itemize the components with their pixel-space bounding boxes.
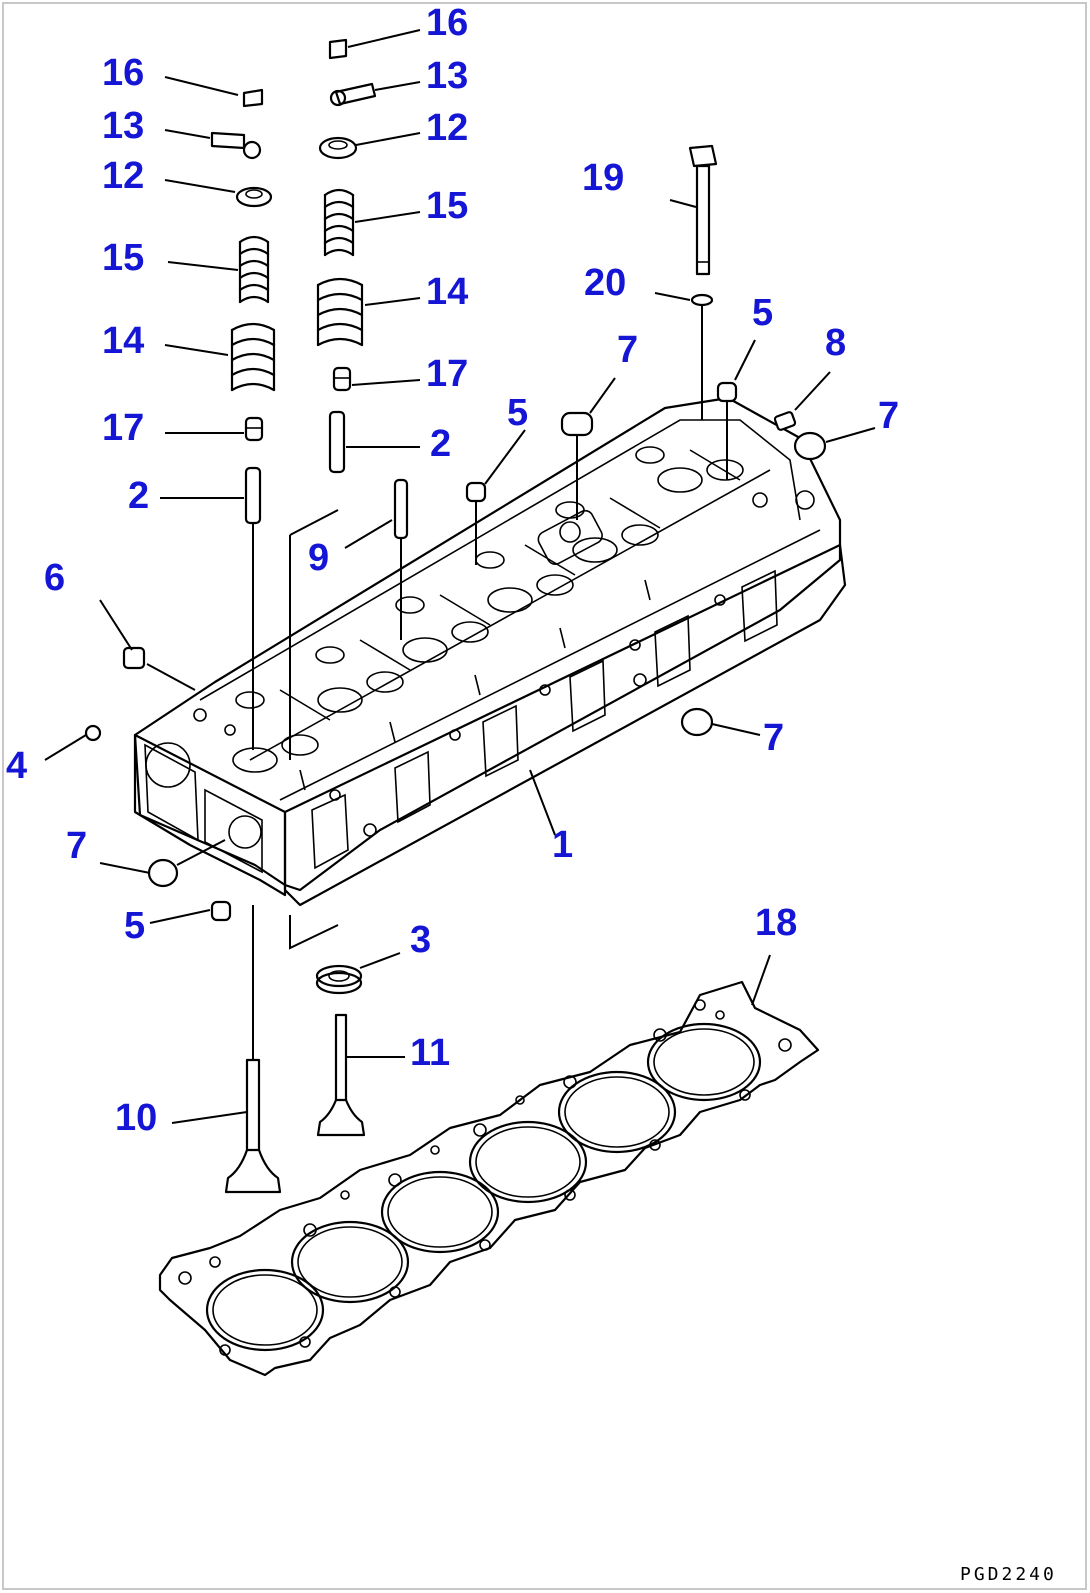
head-bolt bbox=[688, 144, 718, 276]
exhaust-valve bbox=[224, 905, 282, 1194]
head-gasket bbox=[158, 980, 820, 1377]
callout-9: 9 bbox=[308, 537, 329, 579]
washer bbox=[690, 293, 714, 420]
intake-valve bbox=[316, 1013, 366, 1137]
callout-13-left: 13 bbox=[102, 105, 144, 147]
callout-10: 10 bbox=[115, 1097, 157, 1139]
valve-keeper-right bbox=[328, 38, 348, 60]
callout-17-right: 17 bbox=[426, 353, 468, 395]
sleeve bbox=[393, 478, 409, 640]
plug-6 bbox=[122, 646, 146, 670]
plug-7-right bbox=[793, 431, 827, 461]
inner-spring-left bbox=[238, 235, 270, 304]
callout-15-right: 15 bbox=[426, 185, 468, 227]
callout-19: 19 bbox=[582, 157, 624, 199]
spring-retainer-left bbox=[235, 186, 273, 208]
callout-5-top-middle: 5 bbox=[507, 392, 528, 434]
callout-2-right: 2 bbox=[430, 423, 451, 465]
callout-3: 3 bbox=[410, 919, 431, 961]
callout-7-front: 7 bbox=[763, 717, 784, 759]
callout-2-left: 2 bbox=[128, 475, 149, 517]
construction-line-top bbox=[289, 509, 339, 536]
outer-spring-left bbox=[230, 322, 276, 392]
leader-lines bbox=[44, 29, 876, 1124]
valve-guide-right bbox=[328, 410, 346, 474]
callout-12-right: 12 bbox=[426, 107, 468, 149]
plug-5-top-right bbox=[716, 381, 738, 480]
inner-spring-right bbox=[323, 188, 355, 257]
callout-20: 20 bbox=[584, 262, 626, 304]
callout-17-left: 17 bbox=[102, 407, 144, 449]
plug-5-bottom bbox=[210, 900, 232, 922]
callout-1: 1 bbox=[552, 824, 573, 866]
callout-11: 11 bbox=[410, 1032, 450, 1074]
callout-8: 8 bbox=[825, 322, 846, 364]
valve-cotter-right bbox=[329, 82, 377, 107]
callout-13-right: 13 bbox=[426, 55, 468, 97]
plug-4 bbox=[84, 724, 102, 742]
plug-7-front bbox=[680, 707, 714, 737]
valve-stem-seal-ring bbox=[315, 964, 363, 995]
callout-16-right: 16 bbox=[426, 2, 468, 44]
valve-stem-seal-right bbox=[332, 366, 352, 392]
plug-7-top bbox=[560, 411, 594, 520]
callout-7-top: 7 bbox=[617, 329, 638, 371]
drawing-code: PGD2240 bbox=[960, 1564, 1057, 1585]
callout-14-right: 14 bbox=[426, 271, 468, 313]
plug-7-left bbox=[147, 858, 179, 888]
cylinder-head bbox=[133, 396, 847, 907]
callout-5-top-right: 5 bbox=[752, 292, 773, 334]
construction-line-bottom bbox=[289, 915, 339, 950]
callout-12-left: 12 bbox=[102, 155, 144, 197]
valve-keeper-left bbox=[242, 88, 264, 108]
callout-14-left: 14 bbox=[102, 320, 144, 362]
spring-retainer-right bbox=[318, 136, 358, 160]
outer-spring-right bbox=[316, 277, 364, 347]
callout-labels: 16 13 12 15 14 17 2 16 13 12 15 14 17 2 … bbox=[6, 2, 899, 1139]
callout-16-left: 16 bbox=[102, 52, 144, 94]
callout-6: 6 bbox=[44, 557, 65, 599]
callout-5-bottom: 5 bbox=[124, 905, 145, 947]
plug-5-top-middle bbox=[465, 481, 487, 565]
callout-4: 4 bbox=[6, 745, 27, 787]
callout-7-right: 7 bbox=[878, 395, 899, 437]
plug-8 bbox=[773, 411, 797, 431]
callout-7-left: 7 bbox=[66, 825, 87, 867]
valve-cotter-left bbox=[210, 131, 262, 160]
valve-stem-seal-left bbox=[244, 416, 264, 442]
callout-18: 18 bbox=[755, 902, 797, 944]
valve-guide-left bbox=[244, 466, 262, 750]
valve-holes bbox=[193, 446, 815, 837]
callout-15-left: 15 bbox=[102, 237, 144, 279]
